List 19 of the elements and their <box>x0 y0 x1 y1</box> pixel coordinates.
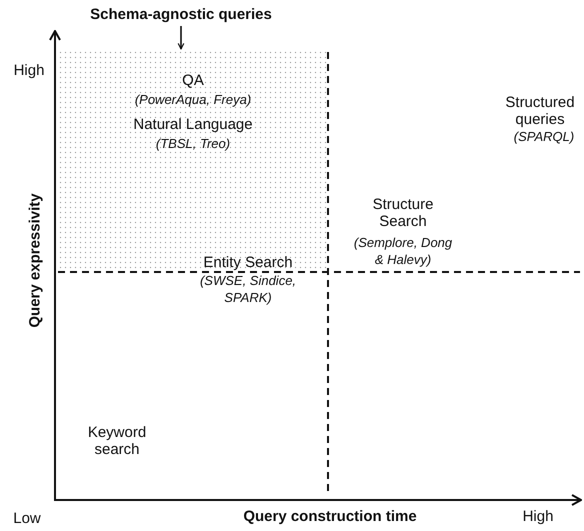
example-systems: (SPARQL) <box>512 128 576 145</box>
axis-title: Query expressivity <box>26 192 44 330</box>
example-systems: (Semplore, Dong & Halevy) <box>352 234 454 268</box>
example-systems: (SWSE, Sindice, SPARK) <box>198 272 298 306</box>
category-label: Natural Language <box>132 117 254 132</box>
axis-tick-label: Low <box>12 510 42 527</box>
category-label: QA <box>181 73 205 88</box>
arrow <box>178 26 184 50</box>
example-systems: (TBSL, Treo) <box>154 137 232 150</box>
axis-tick-label: Keyword search <box>86 424 148 458</box>
example-systems: (PowerAqua, Freya) <box>134 93 252 106</box>
axis-tick-label: Entity Search <box>202 254 294 271</box>
heading-label: Schema-agnostic queries <box>66 4 296 26</box>
axis-tick-label: High <box>522 508 554 525</box>
axis-title: Query construction time <box>242 508 418 525</box>
shaded-region <box>58 50 328 272</box>
axis-tick-label: Structured queries <box>504 94 576 128</box>
axis-tick-label: High <box>12 62 46 79</box>
axis-tick-label: Structure Search <box>372 196 434 230</box>
